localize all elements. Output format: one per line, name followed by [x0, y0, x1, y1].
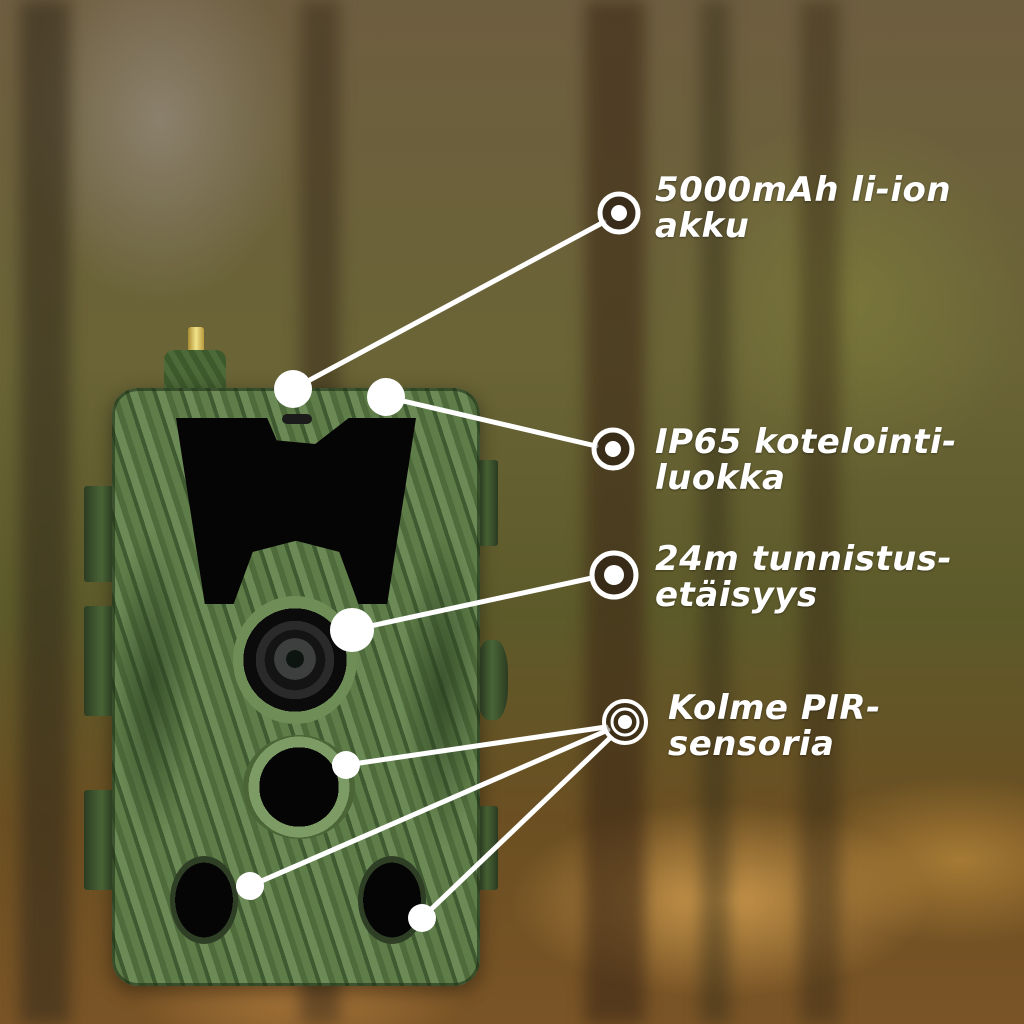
feature-label-line: sensoria — [668, 724, 835, 764]
tree-trunk — [800, 0, 840, 1024]
antenna-base — [164, 350, 226, 394]
detection-range-pin-dot — [330, 608, 374, 652]
feature-label-line: luokka — [655, 458, 786, 498]
feature-label-line: IP65 kotelointi- — [655, 422, 957, 462]
feature-label-pir-sensors: Kolme PIR- sensoria — [668, 690, 881, 762]
double-ring-target-icon — [602, 699, 648, 745]
feature-label-line: 5000mAh li-ion — [655, 170, 952, 210]
left-pir-sensor — [170, 856, 238, 944]
feature-label-line: Kolme PIR- — [668, 688, 881, 728]
main-lens-glass — [274, 638, 316, 680]
feature-label-line: etäisyys — [655, 575, 818, 615]
target-marker-icon — [589, 550, 639, 600]
right-latch-lower — [476, 806, 498, 890]
indicator-slot — [282, 414, 312, 424]
center-pir-sensor — [243, 735, 355, 839]
ip-rating-pin-dot — [367, 378, 405, 416]
tree-trunk — [20, 0, 70, 1024]
target-marker-icon — [597, 191, 641, 235]
pir-center-pin-dot — [332, 751, 360, 779]
feature-label-line: 24m tunnistus- — [655, 539, 953, 579]
antenna-connector — [188, 327, 204, 353]
feature-label-detection-range: 24m tunnistus- etäisyys — [655, 541, 952, 613]
tree-trunk — [585, 0, 645, 1024]
pir-right-pin-dot — [408, 904, 436, 932]
battery-pin-dot — [274, 370, 312, 408]
strap-loop — [476, 640, 508, 720]
feature-label-ip-rating: IP65 kotelointi- luokka — [655, 424, 957, 496]
tree-trunk — [700, 0, 730, 1024]
target-marker-icon — [591, 427, 635, 471]
right-latch — [476, 460, 498, 546]
pir-left-pin-dot — [236, 872, 264, 900]
feature-label-line: akku — [655, 206, 750, 246]
feature-label-battery: 5000mAh li-ion akku — [655, 172, 951, 244]
